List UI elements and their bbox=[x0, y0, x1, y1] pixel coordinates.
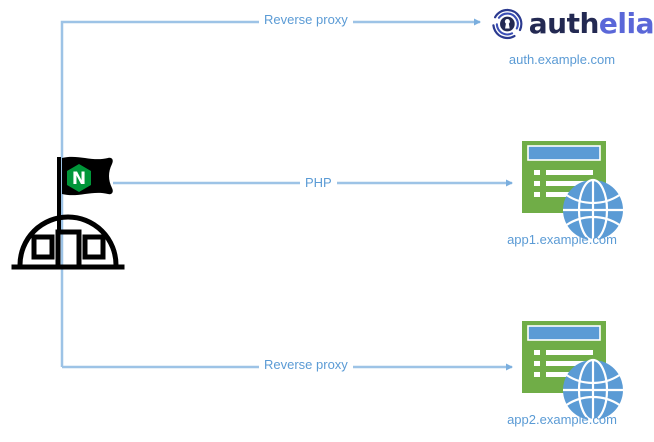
hostname-app1-example-com: app1.example.com bbox=[507, 232, 617, 247]
node-nginx[interactable]: N bbox=[8, 152, 128, 277]
svg-text:N: N bbox=[72, 169, 86, 189]
edge-label-reverse-proxy-app2: Reverse proxy bbox=[259, 357, 353, 373]
hostname-auth-example-com: auth.example.com bbox=[508, 52, 616, 67]
node-app2[interactable] bbox=[518, 317, 628, 427]
authelia-wordmark: authelia bbox=[529, 10, 654, 38]
authelia-wordmark-auth: auth bbox=[528, 7, 600, 40]
edge-label-reverse-proxy-auth: Reverse proxy bbox=[259, 12, 353, 28]
authelia-keyhole-icon bbox=[492, 8, 523, 40]
node-app1[interactable] bbox=[518, 137, 628, 247]
authelia-wordmark-elia: elia bbox=[598, 7, 654, 40]
hostname-app2-example-com: app2.example.com bbox=[507, 412, 617, 427]
web-app-globe-icon bbox=[522, 141, 623, 242]
nginx-igloo-flag-icon: N bbox=[11, 156, 125, 270]
edge-label-php: PHP bbox=[300, 175, 337, 191]
node-authelia[interactable]: authelia bbox=[490, 2, 654, 74]
web-app-globe-icon bbox=[522, 321, 623, 422]
